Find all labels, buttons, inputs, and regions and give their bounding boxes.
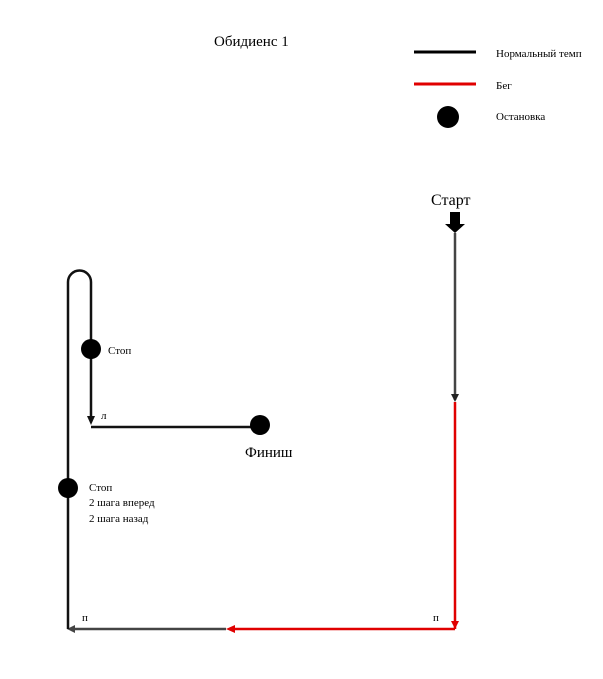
stop-dot-upper: [81, 339, 101, 359]
stop-dot-lower: [58, 478, 78, 498]
route-segment-up-and-uturn: [66, 269, 93, 629]
stop-label-lower-2: 2 шага вперед: [89, 497, 155, 509]
arrow-icon: [67, 625, 75, 633]
stop-label-upper: Стоп: [108, 345, 131, 357]
arrow-icon: [226, 625, 235, 633]
arrow-icon: [87, 416, 95, 425]
finish-dot: [250, 415, 270, 435]
turn-label-left: л: [101, 410, 107, 422]
stop-label-lower-1: Стоп: [89, 482, 112, 494]
turn-label-left-bottom: п: [82, 612, 88, 624]
legend: Нормальный темп Бег Остановка: [414, 48, 582, 128]
stop-label-lower-3: 2 шага назад: [89, 513, 149, 525]
legend-normal-label: Нормальный темп: [496, 48, 582, 60]
legend-stop-dot: [437, 106, 459, 128]
legend-run-label: Бег: [496, 80, 512, 92]
arrow-icon: [451, 394, 459, 402]
legend-stop-label: Остановка: [496, 111, 545, 123]
start-label: Старт: [431, 192, 471, 209]
diagram-title: Обидиенс 1: [214, 34, 289, 50]
arrow-icon: [451, 621, 459, 629]
turn-label-right-bottom: п: [433, 612, 439, 624]
finish-label: Финиш: [245, 445, 293, 461]
start-arrow-icon: [445, 212, 465, 233]
